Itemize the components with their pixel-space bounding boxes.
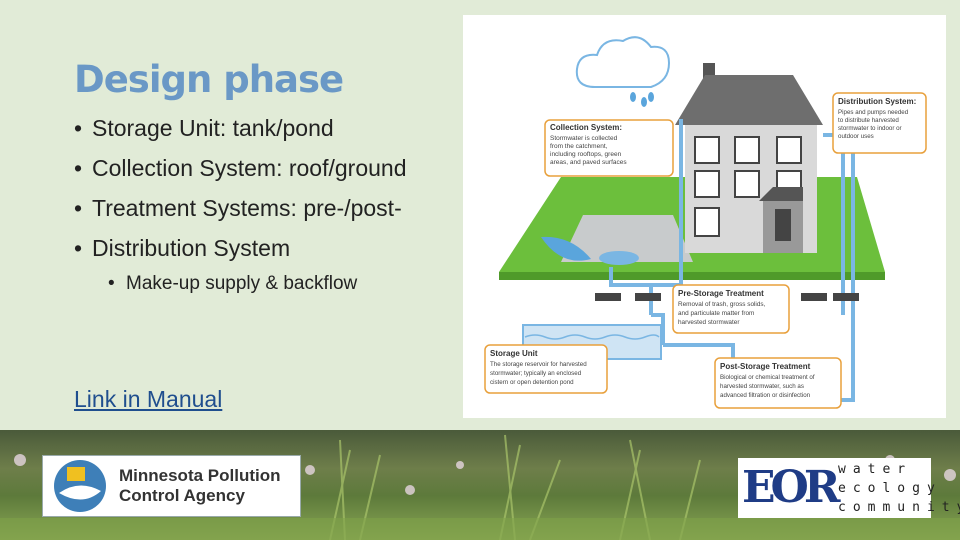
bullet-item: •Distribution System bbox=[74, 233, 474, 273]
callout-line: to distribute harvested bbox=[838, 117, 899, 124]
bullet-dot-icon: • bbox=[74, 113, 92, 143]
bullet-list: •Storage Unit: tank/pond •Collection Sys… bbox=[74, 113, 474, 299]
callout-line: Stormwater is collected bbox=[550, 135, 618, 142]
stormwater-diagram: Collection System: Stormwater is collect… bbox=[463, 15, 946, 418]
callout-storage: Storage Unit The storage reservoir for h… bbox=[485, 345, 607, 393]
callout-line: and particulate matter from bbox=[678, 310, 754, 317]
callout-line: cistern or open detention pond bbox=[490, 379, 574, 386]
callout-title: Post-Storage Treatment bbox=[720, 362, 811, 371]
bullet-dot-icon: • bbox=[74, 233, 92, 263]
callout-line: harvested stormwater bbox=[678, 319, 740, 326]
callout-line: stormwater; typically an enclosed bbox=[490, 370, 582, 377]
mpca-logo-text: Minnesota Pollution Control Agency bbox=[119, 466, 281, 506]
eor-word: community bbox=[838, 498, 960, 517]
bullet-text: Storage Unit: tank/pond bbox=[92, 115, 334, 141]
callout-line: Removal of trash, gross solids, bbox=[678, 301, 766, 308]
house-illustration bbox=[675, 63, 823, 253]
bullet-text: Collection System: roof/ground bbox=[92, 155, 407, 181]
sub-bullet-item: •Make-up supply & backflow bbox=[108, 269, 474, 299]
callout-line: outdoor uses bbox=[838, 133, 874, 140]
diagram-svg: Collection System: Stormwater is collect… bbox=[463, 15, 946, 418]
minnesota-state-icon bbox=[45, 457, 115, 515]
callout-line: Biological or chemical treatment of bbox=[720, 374, 815, 381]
bullet-dot-icon: • bbox=[74, 153, 92, 183]
eor-word: ecology bbox=[838, 479, 960, 498]
callout-title: Storage Unit bbox=[490, 349, 538, 358]
callout-line: harvested stormwater, such as bbox=[720, 383, 804, 390]
cloud-icon bbox=[577, 37, 669, 107]
bullet-dot-icon: • bbox=[74, 193, 92, 223]
callout-collection: Collection System: Stormwater is collect… bbox=[545, 120, 673, 176]
callout-post-storage: Post-Storage Treatment Biological or che… bbox=[715, 358, 841, 408]
callout-title: Collection System: bbox=[550, 123, 622, 132]
bullet-item: •Storage Unit: tank/pond bbox=[74, 113, 474, 153]
callout-title: Distribution System: bbox=[838, 97, 916, 106]
bullet-dot-icon: • bbox=[108, 269, 126, 299]
callout-line: areas, and paved surfaces bbox=[550, 159, 627, 166]
slide-title: Design phase bbox=[74, 58, 343, 101]
sub-bullet-text: Make-up supply & backflow bbox=[126, 273, 357, 294]
bullet-item: •Collection System: roof/ground bbox=[74, 153, 474, 193]
callout-pre-storage: Pre-Storage Treatment Removal of trash, … bbox=[673, 285, 789, 333]
eor-logo: EOR water ecology community bbox=[738, 458, 931, 518]
mpca-line: Control Agency bbox=[119, 486, 281, 506]
callout-line: Pipes and pumps needed bbox=[838, 109, 909, 116]
callout-line: The storage reservoir for harvested bbox=[490, 361, 587, 368]
manual-link[interactable]: Link in Manual bbox=[74, 386, 222, 413]
eor-tagline: water ecology community bbox=[838, 460, 960, 517]
mpca-line: Minnesota Pollution bbox=[119, 466, 281, 486]
callout-distribution: Distribution System: Pipes and pumps nee… bbox=[833, 93, 926, 153]
mpca-logo: Minnesota Pollution Control Agency bbox=[42, 455, 301, 517]
bullet-text: Distribution System bbox=[92, 235, 290, 261]
callout-line: advanced filtration or disinfection bbox=[720, 392, 811, 399]
callout-line: stormwater to indoor or bbox=[838, 125, 902, 132]
bullet-item: •Treatment Systems: pre-/post- bbox=[74, 193, 474, 233]
bullet-text: Treatment Systems: pre-/post- bbox=[92, 195, 402, 221]
eor-mark: EOR bbox=[742, 462, 835, 513]
callout-line: including rooftops, green bbox=[550, 151, 622, 158]
eor-word: water bbox=[838, 460, 960, 479]
callout-line: from the catchment, bbox=[550, 143, 608, 150]
callout-title: Pre-Storage Treatment bbox=[678, 289, 764, 298]
